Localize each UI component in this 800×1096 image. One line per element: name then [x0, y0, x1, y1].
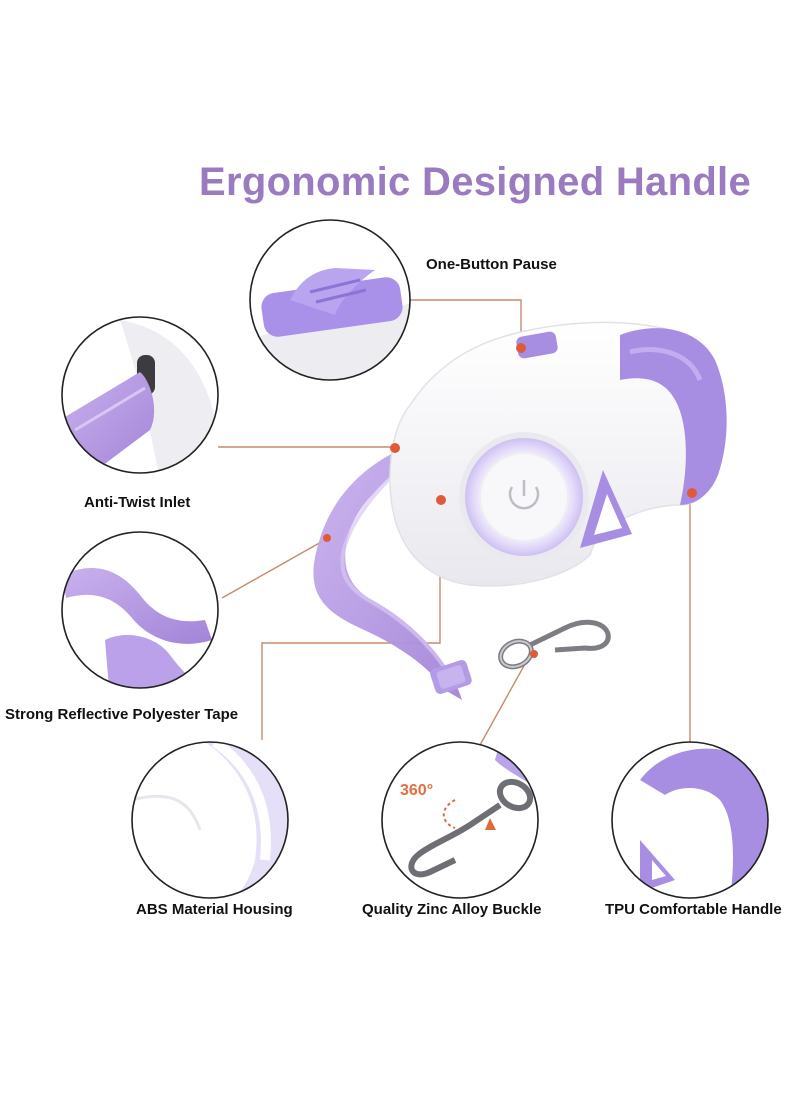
label-abs-housing: ABS Material Housing — [136, 901, 293, 918]
page-title: Ergonomic Designed Handle — [198, 160, 752, 204]
detail-circle-handle — [612, 742, 768, 898]
label-anti-twist-inlet: Anti-Twist Inlet — [84, 494, 191, 511]
leader-lines — [218, 299, 691, 746]
detail-circle-pause-border — [249, 219, 411, 381]
snap-buckle — [498, 619, 611, 670]
tape-end-clip — [430, 660, 472, 694]
leash-body — [323, 321, 727, 658]
detail-circle-housing-border — [131, 741, 289, 899]
rotation-label: 360° — [400, 782, 433, 799]
detail-circle-buckle-border — [381, 741, 539, 899]
detail-circle-pause — [250, 220, 410, 380]
label-zinc-buckle: Quality Zinc Alloy Buckle — [362, 901, 542, 918]
detail-circle-handle-border — [611, 741, 769, 899]
detail-circle-tape — [62, 532, 218, 688]
detail-circle-inlet-border — [61, 316, 219, 474]
leader-line-pause — [410, 299, 522, 345]
buckle-highlight — [499, 640, 533, 668]
label-one-button-pause: One-Button Pause — [426, 256, 557, 273]
label-reflective-tape: Strong Reflective Polyester Tape — [5, 706, 239, 723]
leader-line-buckle — [479, 654, 531, 746]
leader-line-tape — [221, 536, 331, 599]
label-tpu-handle: TPU Comfortable Handle — [605, 901, 782, 918]
power-icon — [508, 486, 540, 510]
detail-circle-tape-border — [61, 531, 219, 689]
detail-circle-housing — [132, 742, 288, 898]
leash-tape — [313, 452, 462, 700]
